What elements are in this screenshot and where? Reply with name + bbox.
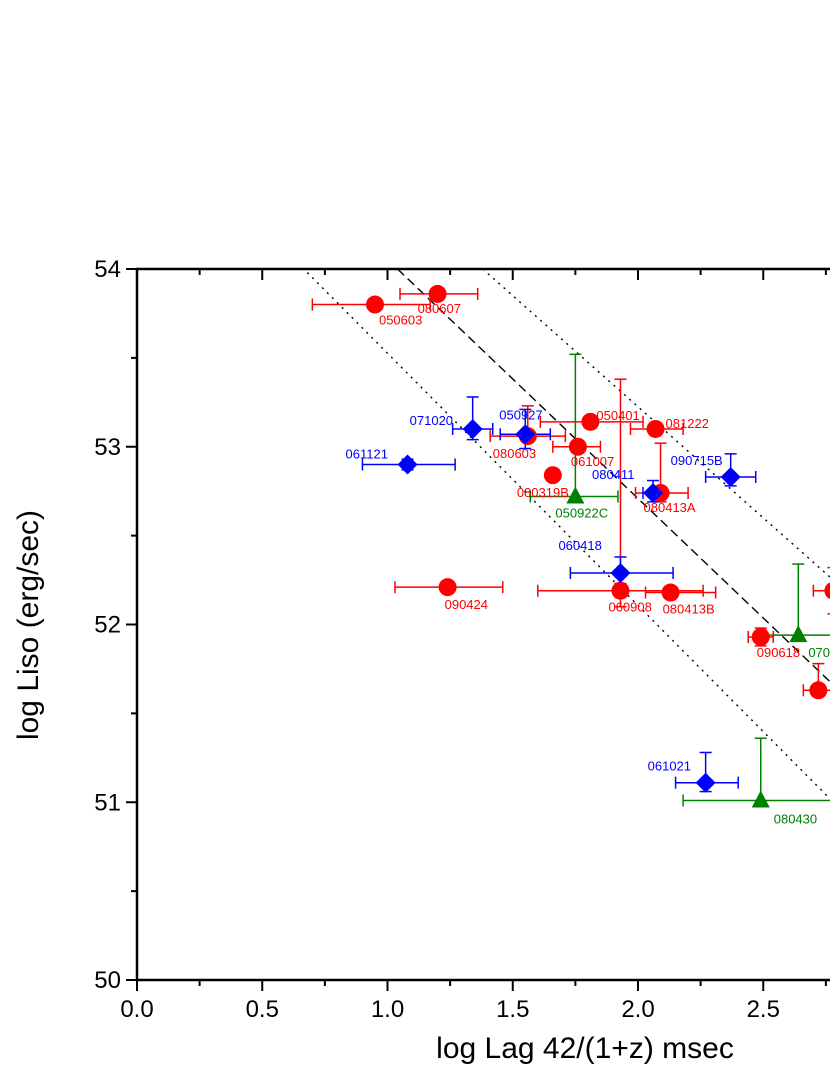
data-point-circle xyxy=(365,295,384,314)
data-point-triangle xyxy=(566,486,585,504)
point-label: 050927 xyxy=(499,407,542,422)
point-label: 060908 xyxy=(608,600,651,615)
point-label: 080413B xyxy=(663,602,715,617)
point-label: 060418 xyxy=(558,538,601,553)
fit-lines xyxy=(306,269,830,800)
point-label: 061121 xyxy=(346,447,388,462)
fit-line-dotted-2 xyxy=(482,269,830,578)
point-label: 081222 xyxy=(666,416,709,431)
data-point-diamond xyxy=(643,482,664,503)
y-tick-label: 50 xyxy=(94,967,121,994)
data-point-diamond xyxy=(515,424,536,445)
x-axis-title: log Lag 42/(1+z) msec xyxy=(436,1032,734,1065)
data-point-diamond xyxy=(695,772,716,793)
data-point-circle xyxy=(438,578,457,597)
data-point-triangle xyxy=(751,790,770,808)
point-label: 080413A xyxy=(644,500,696,515)
point-label: 080430 xyxy=(774,811,817,826)
data-point-circle xyxy=(751,627,770,646)
data-point-diamond xyxy=(610,562,631,583)
point-label: 090424 xyxy=(445,597,488,612)
point-label: 080411 xyxy=(592,467,634,482)
y-tick-label: 52 xyxy=(94,612,121,639)
x-tick-label: 1.5 xyxy=(496,996,529,1023)
data-point-circle xyxy=(581,412,600,431)
point-label: 061021 xyxy=(648,759,691,774)
point-label: 070 xyxy=(808,645,830,660)
x-tick-label: 1.0 xyxy=(371,996,404,1023)
point-label: 090715B xyxy=(671,453,723,468)
y-axis-title: log Liso (erg/sec) xyxy=(12,510,45,740)
point-label: 050603 xyxy=(379,313,422,328)
point-label: 080607 xyxy=(418,301,461,316)
data-markers xyxy=(365,284,830,808)
point-label: 090618 xyxy=(757,645,800,660)
x-tick-label: 0.5 xyxy=(246,996,279,1023)
x-tick-label: 2.0 xyxy=(621,996,654,1023)
data-point-circle xyxy=(646,419,665,438)
data-point-circle xyxy=(568,437,587,456)
point-label: 080319B xyxy=(517,485,569,500)
y-tick-label: 53 xyxy=(94,434,121,461)
x-tick-label: 0.0 xyxy=(120,996,153,1023)
axes: 0.0 0.5 1.0 1.5 2.0 2.5 50 51 52 53 54 xyxy=(94,256,830,1023)
point-label: 050401 xyxy=(596,408,639,423)
data-point-diamond xyxy=(397,454,418,475)
y-tick-label: 51 xyxy=(94,789,121,816)
data-point-diamond xyxy=(720,466,741,487)
fit-line-dashed-0 xyxy=(397,269,830,683)
data-point-circle xyxy=(428,284,447,303)
data-point-circle xyxy=(611,581,630,600)
data-point-circle xyxy=(824,582,830,600)
point-label: 050922C xyxy=(555,506,608,521)
data-point-triangle xyxy=(789,625,808,643)
point-label: 080603 xyxy=(493,446,536,461)
y-tick-label: 54 xyxy=(94,256,121,283)
x-tick-label: 2.5 xyxy=(747,996,780,1023)
data-point-diamond xyxy=(462,418,483,439)
data-point-circle xyxy=(809,681,828,700)
point-label: 071020 xyxy=(410,413,453,428)
data-point-circle xyxy=(543,466,562,485)
point-label: 061007 xyxy=(571,454,614,469)
data-point-circle xyxy=(661,583,680,602)
